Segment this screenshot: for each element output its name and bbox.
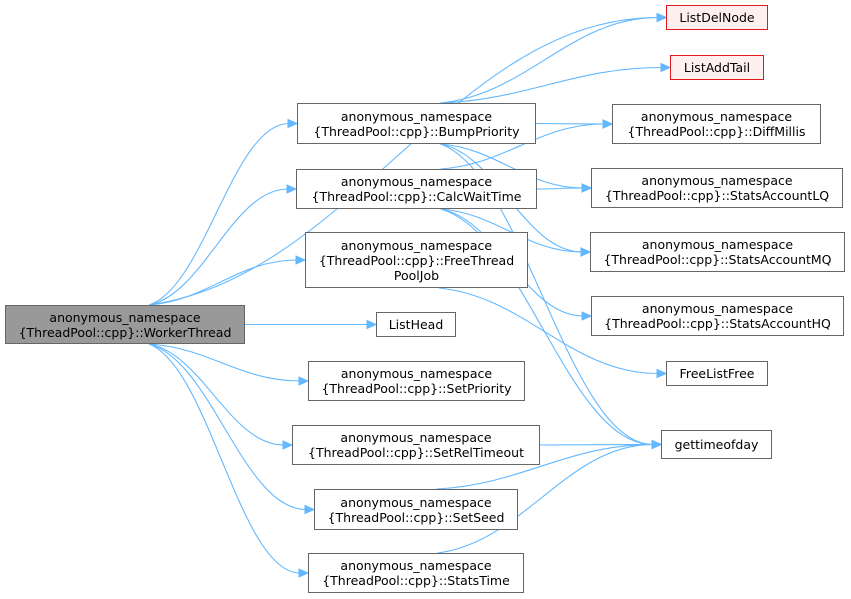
node-stats-account-lq[interactable]: anonymous_namespace {ThreadPool::cpp}::S… xyxy=(591,168,843,208)
edge-worker-thread-to-list-del-node xyxy=(148,16,659,306)
node-free-list-free[interactable]: FreeListFree xyxy=(666,361,768,386)
edge-worker-thread-to-set-priority xyxy=(148,343,301,382)
arrowhead-set-seed xyxy=(304,504,316,515)
edge-worker-thread-to-bump-priority xyxy=(148,122,290,306)
edge-calc-wait-time-to-diff-millis xyxy=(440,123,605,170)
arrowhead-list-add-tail xyxy=(660,62,672,73)
edge-bump-priority-to-stats-account-lq xyxy=(440,143,584,189)
node-diff-millis[interactable]: anonymous_namespace {ThreadPool::cpp}::D… xyxy=(612,104,821,144)
node-worker-thread: anonymous_namespace {ThreadPool::cpp}::W… xyxy=(5,305,245,344)
arrowhead-set-priority xyxy=(298,376,310,386)
arrowhead-free-thread-pool-job xyxy=(295,255,307,265)
edge-worker-thread-to-stats-time xyxy=(148,343,301,574)
node-set-priority[interactable]: anonymous_namespace {ThreadPool::cpp}::S… xyxy=(308,361,525,401)
arrowhead-stats-account-hq xyxy=(581,311,593,321)
node-set-seed[interactable]: anonymous_namespace {ThreadPool::cpp}::S… xyxy=(314,489,518,530)
node-bump-priority[interactable]: anonymous_namespace {ThreadPool::cpp}::B… xyxy=(297,103,536,144)
node-gettimeofday[interactable]: gettimeofday xyxy=(661,430,772,459)
arrowhead-gettimeofday xyxy=(651,439,663,450)
arrowhead-free-list-free xyxy=(656,368,668,379)
arrowhead-bump-priority xyxy=(287,118,299,129)
arrowhead-stats-account-lq xyxy=(581,183,593,193)
node-set-rel-timeout[interactable]: anonymous_namespace {ThreadPool::cpp}::S… xyxy=(292,425,540,465)
arrowhead-list-del-node xyxy=(656,12,668,23)
arrowhead-stats-account-mq xyxy=(580,247,592,257)
arrowhead-set-rel-timeout xyxy=(282,440,294,450)
node-list-head[interactable]: ListHead xyxy=(376,312,456,337)
edge-calc-wait-time-to-gettimeofday xyxy=(440,208,654,446)
edge-bump-priority-to-list-del-node xyxy=(440,16,659,104)
edge-free-thread-pool-job-to-free-list-free xyxy=(438,287,659,375)
node-list-add-tail[interactable]: ListAddTail xyxy=(670,55,764,80)
edge-worker-thread-to-free-thread-pool-job xyxy=(148,259,298,306)
edge-bump-priority-to-gettimeofday xyxy=(440,143,654,446)
arrowhead-stats-time xyxy=(298,568,310,578)
edge-worker-thread-to-calc-wait-time xyxy=(148,188,289,306)
edge-calc-wait-time-to-stats-account-lq xyxy=(536,187,584,190)
edge-bump-priority-to-list-add-tail xyxy=(440,66,663,104)
node-free-thread-pool-job[interactable]: anonymous_namespace {ThreadPool::cpp}::F… xyxy=(305,232,528,288)
arrowhead-diff-millis xyxy=(602,119,614,129)
node-stats-time[interactable]: anonymous_namespace {ThreadPool::cpp}::S… xyxy=(308,553,524,593)
arrowhead-calc-wait-time xyxy=(286,184,298,194)
arrowhead-list-head xyxy=(366,319,378,330)
node-stats-account-hq[interactable]: anonymous_namespace {ThreadPool::cpp}::S… xyxy=(591,296,844,336)
node-calc-wait-time[interactable]: anonymous_namespace {ThreadPool::cpp}::C… xyxy=(296,169,537,209)
node-list-del-node[interactable]: ListDelNode xyxy=(666,5,768,30)
edge-worker-thread-to-set-seed xyxy=(148,343,307,511)
edge-set-seed-to-gettimeofday xyxy=(436,443,654,490)
edge-stats-time-to-gettimeofday xyxy=(437,443,654,554)
node-stats-account-mq[interactable]: anonymous_namespace {ThreadPool::cpp}::S… xyxy=(590,232,845,272)
edge-worker-thread-to-set-rel-timeout xyxy=(148,343,285,446)
